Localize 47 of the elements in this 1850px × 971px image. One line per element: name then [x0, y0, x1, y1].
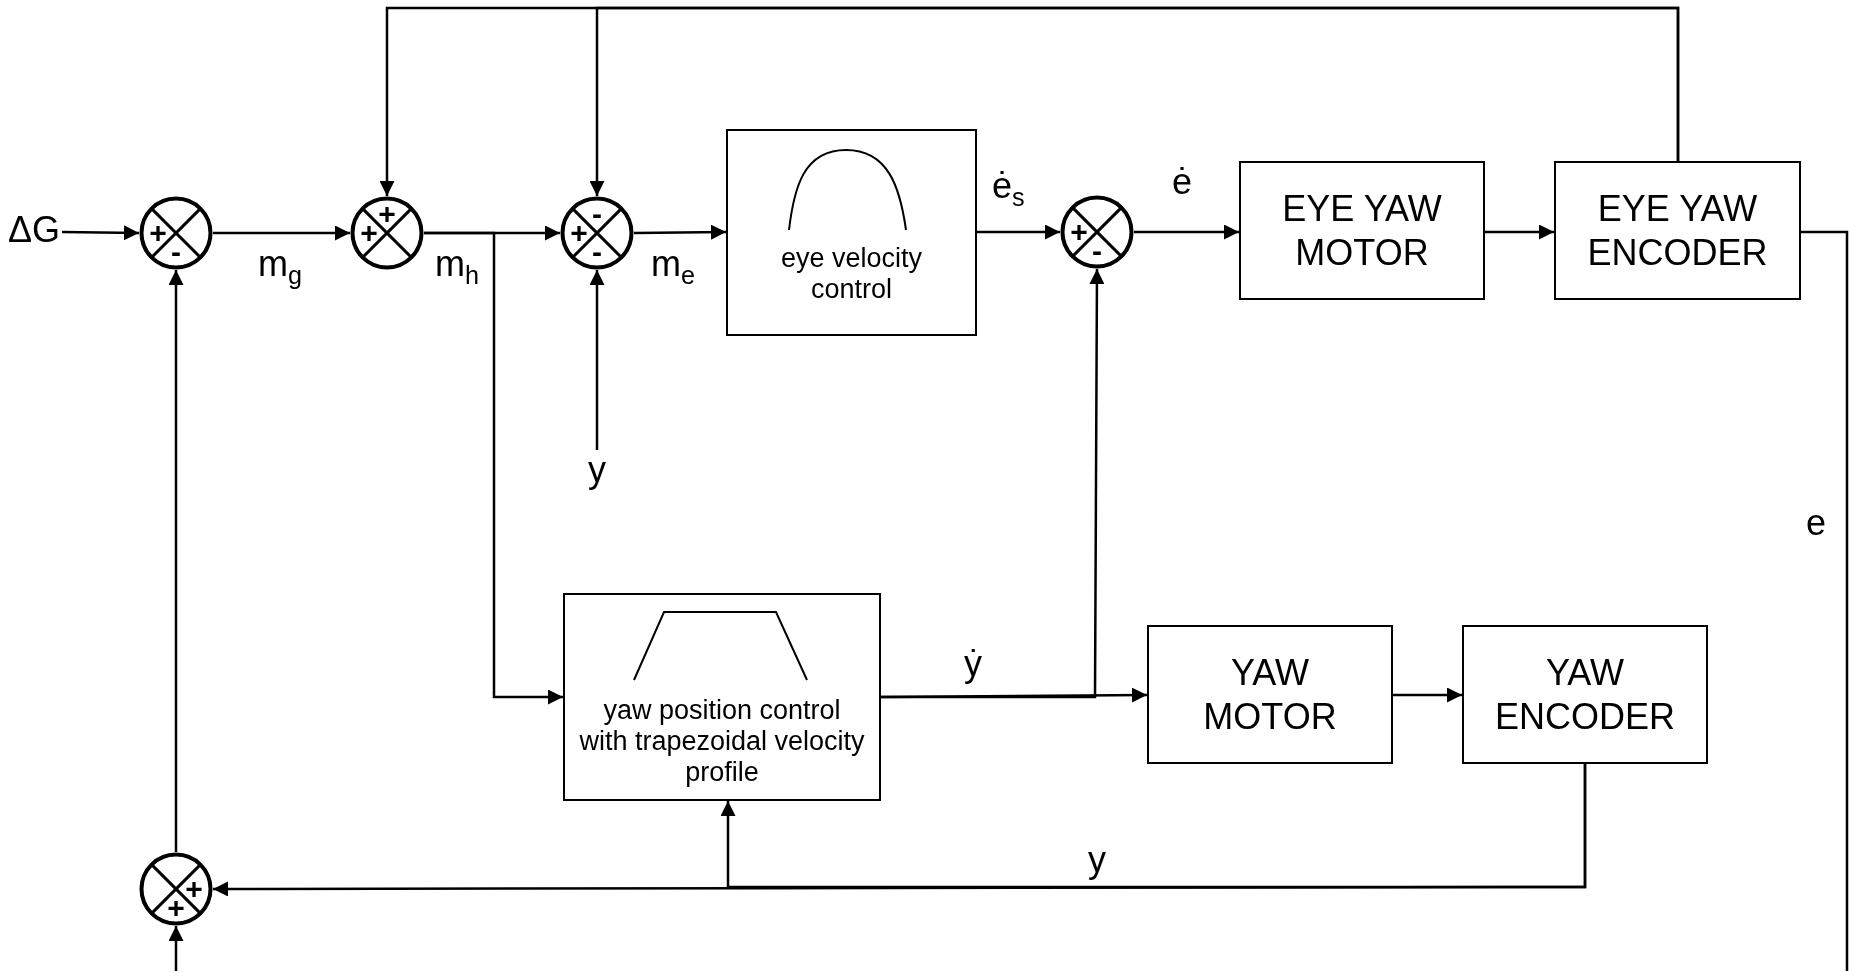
sign-label: +	[149, 218, 167, 248]
block-label: EYE YAW ENCODER	[1586, 187, 1769, 274]
controller-box	[726, 129, 977, 336]
arrow	[720, 764, 1587, 889]
edge-label: y	[1088, 842, 1106, 878]
arrow	[168, 926, 184, 971]
arrow	[881, 269, 1105, 699]
sign-label: +	[360, 218, 378, 248]
arrow	[1134, 224, 1239, 240]
process-box	[1554, 161, 1801, 300]
block-label: YAW MOTOR	[1202, 651, 1338, 738]
process-box	[1239, 161, 1485, 300]
arrow	[213, 225, 350, 241]
process-box	[1462, 625, 1708, 764]
edge-label: m$_{e}$	[651, 246, 695, 288]
block-label: eye velocity control	[779, 243, 924, 306]
arrow	[1485, 224, 1554, 240]
signal-label: ΔG	[8, 209, 61, 250]
process-box	[1147, 625, 1393, 764]
arrow	[634, 224, 726, 240]
arrow	[589, 270, 605, 450]
sign-label: +	[167, 893, 185, 923]
sign-label: +	[570, 218, 588, 248]
block-label: YAW ENCODER	[1494, 651, 1676, 738]
edge-label: ė$_{s}$	[992, 168, 1025, 210]
signal-label: y	[588, 449, 606, 490]
block-label: EYE YAW MOTOR	[1281, 187, 1443, 274]
arrow	[424, 231, 563, 705]
sign-label: -	[592, 237, 602, 267]
arrow	[589, 6, 1680, 196]
edge-label: m$_{g}$	[258, 246, 302, 288]
sign-label: +	[1070, 217, 1088, 247]
arrow	[977, 224, 1060, 240]
sign-label: +	[185, 874, 203, 904]
edge-label: e	[1806, 505, 1827, 541]
arrow	[1393, 687, 1462, 703]
arrow	[168, 270, 184, 852]
sign-label: +	[378, 199, 396, 229]
sign-label: -	[1092, 236, 1102, 266]
edge-label: ė	[1172, 164, 1193, 200]
edge-label: ẏ	[964, 646, 982, 682]
edge-label: m$_{h}$	[435, 246, 479, 288]
sign-label: -	[171, 237, 181, 267]
arrow	[62, 225, 139, 241]
sign-label: -	[592, 199, 602, 229]
block-label: yaw position control with trapezoidal velocity profile	[578, 695, 866, 789]
controller-box	[563, 593, 881, 801]
